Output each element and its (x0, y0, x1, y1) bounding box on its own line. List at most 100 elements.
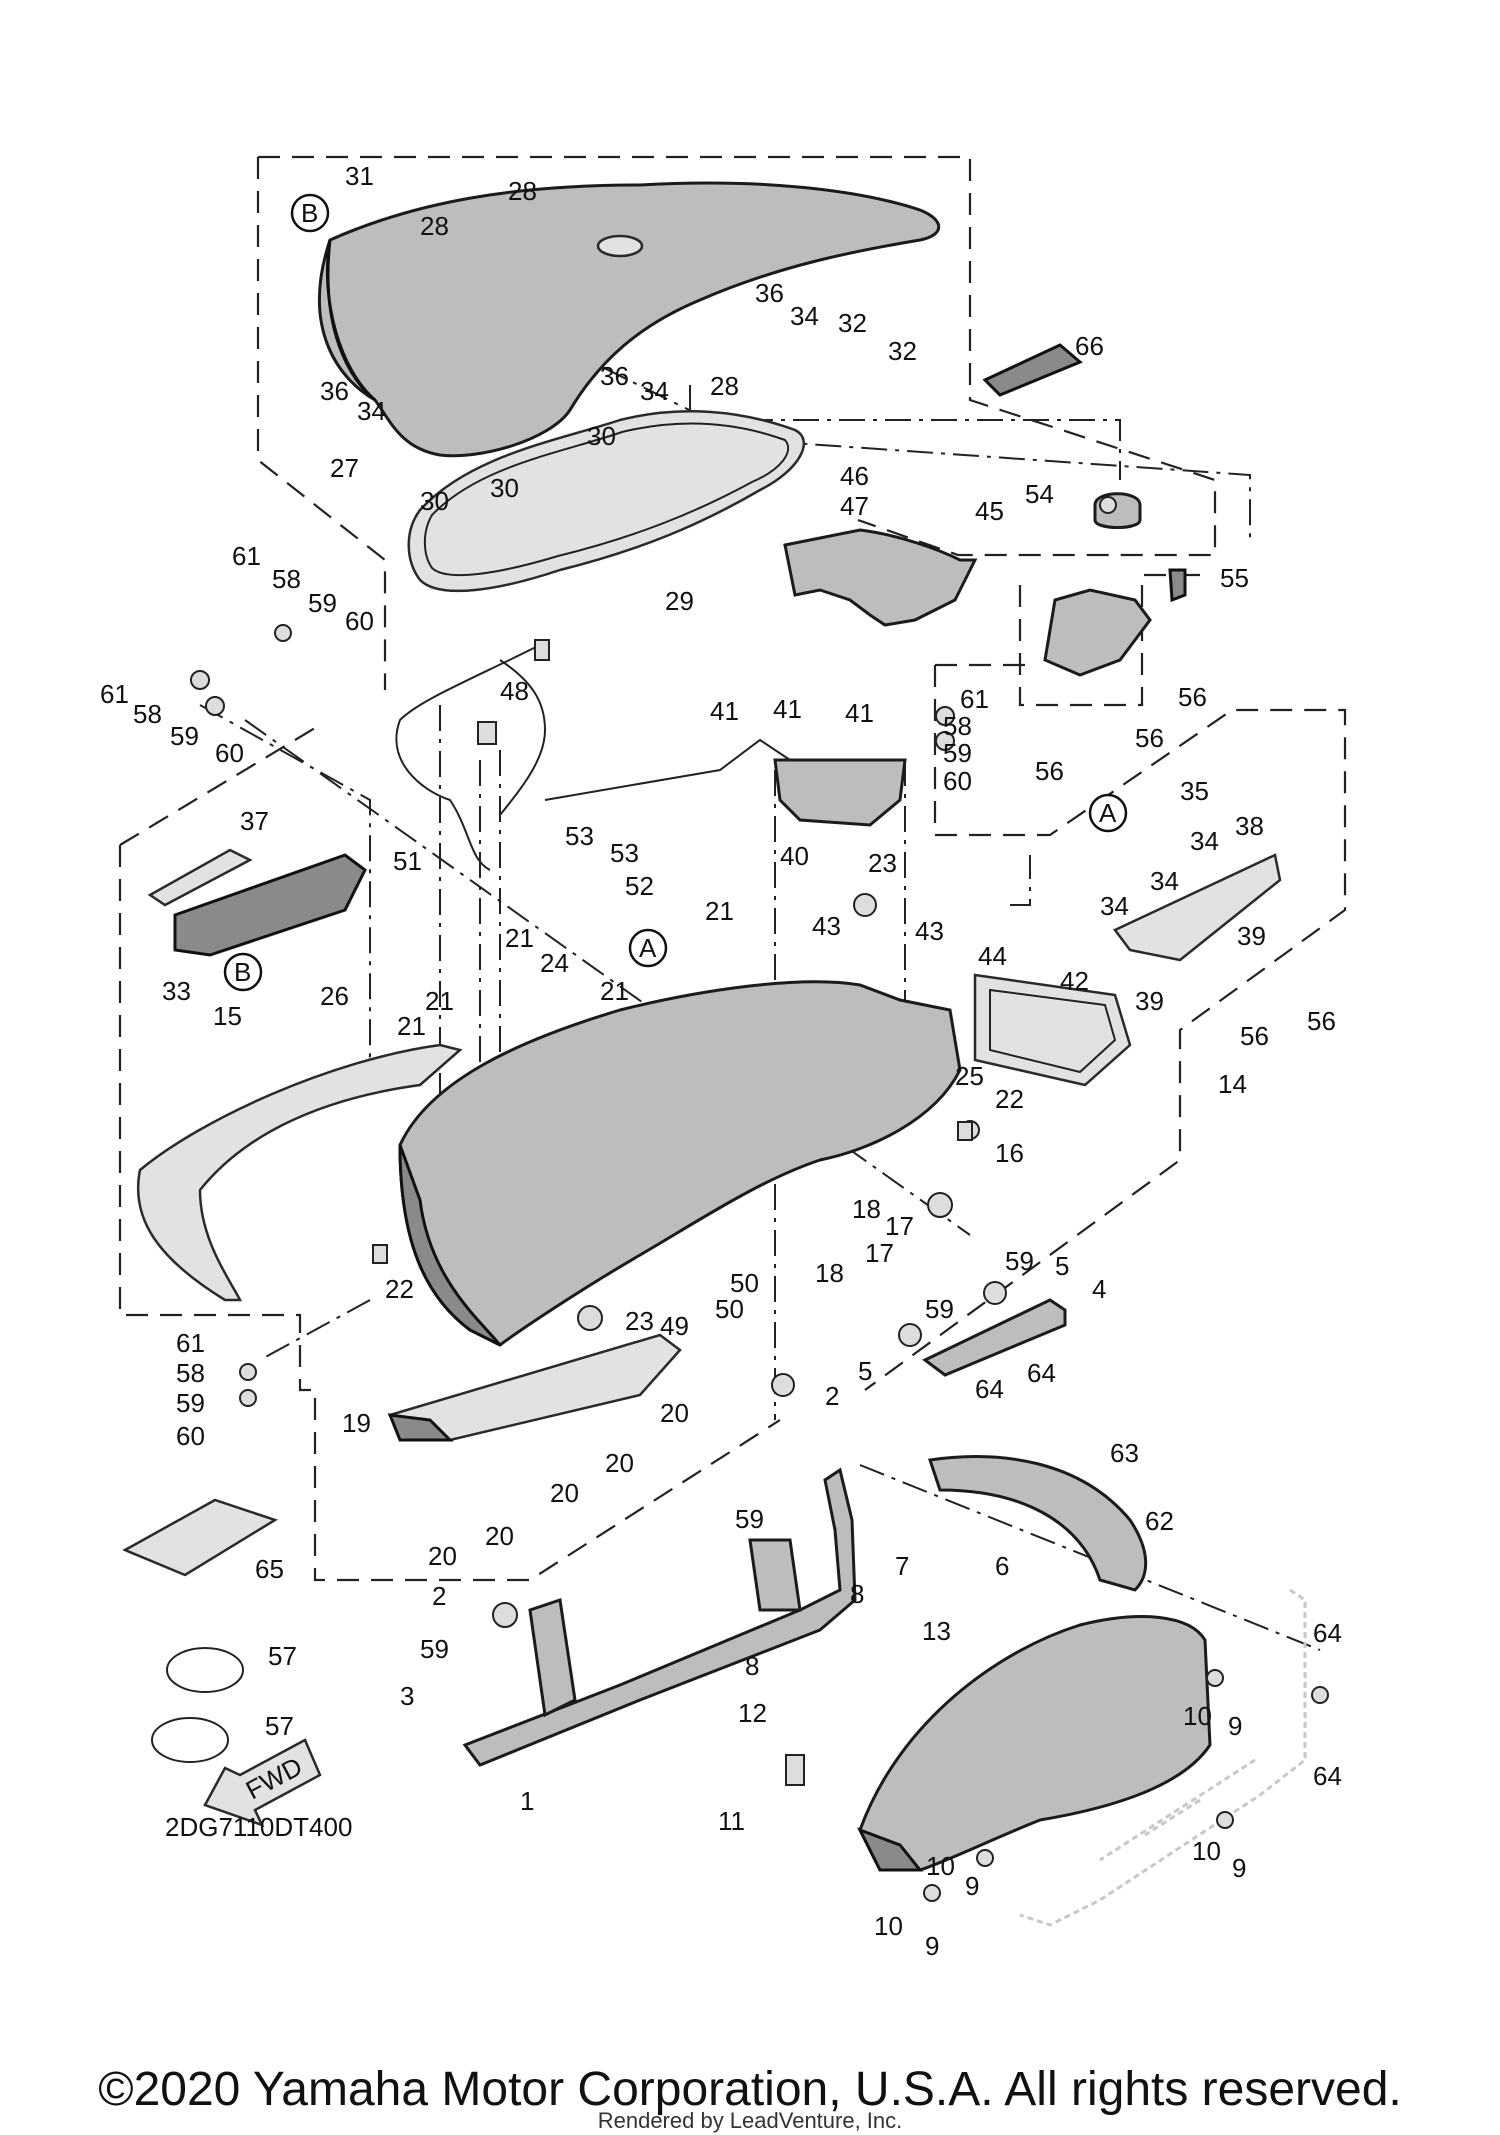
label-part-60: 60 (345, 606, 374, 636)
part-labels: 1 2 2 3 4 5 5 6 7 8 8 9 9 9 9 10 10 10 1… (100, 161, 1342, 1961)
label-part-63: 63 (1110, 1438, 1139, 1468)
fender-62 (928, 1455, 1148, 1592)
label-part-55: 55 (1220, 563, 1249, 593)
key (1168, 568, 1187, 603)
knob-body (1043, 588, 1152, 677)
label-part-38: 38 (1235, 811, 1264, 841)
tray-33 (173, 853, 367, 957)
label-part-59: 59 (170, 721, 199, 751)
side-panel-6 (858, 1615, 1212, 1872)
label-part-52: 52 (625, 871, 654, 901)
label-part-20: 20 (550, 1478, 579, 1508)
main-tub-wall (398, 1144, 502, 1347)
label-part-53: 53 (610, 838, 639, 868)
strip-37 (147, 848, 253, 907)
mat-65 (122, 1498, 278, 1577)
diagram-code: 2DG7110DT400 (165, 1812, 353, 1842)
label-part-20: 20 (660, 1398, 689, 1428)
svg-text:A: A (639, 933, 657, 963)
label-part-19: 19 (342, 1408, 371, 1438)
label-part-66: 66 (1075, 331, 1104, 361)
label-part-64: 64 (975, 1374, 1004, 1404)
label-part-8: 8 (745, 1651, 759, 1681)
label-part-43: 43 (915, 916, 944, 946)
group-boundary-left (118, 724, 781, 1582)
label-part-62: 62 (1145, 1506, 1174, 1536)
label-part-59: 59 (176, 1388, 205, 1418)
grille-42-inner (989, 988, 1117, 1074)
label-part-61: 61 (176, 1328, 205, 1358)
label-part-10: 10 (1192, 1836, 1221, 1866)
label-part-51: 51 (393, 846, 422, 876)
label-part-5: 5 (1055, 1251, 1069, 1281)
label-part-41: 41 (773, 694, 802, 724)
label-part-39: 39 (1237, 921, 1266, 951)
label-part-58: 58 (133, 699, 162, 729)
label-part-36: 36 (755, 278, 784, 308)
cable-57-a (166, 1647, 244, 1693)
ghost-frame (1019, 1588, 1307, 1927)
label-part-22: 22 (385, 1274, 414, 1304)
label-part-59: 59 (925, 1294, 954, 1324)
label-part-34: 34 (640, 376, 669, 406)
label-part-41: 41 (710, 696, 739, 726)
frame-1-leg (748, 1538, 802, 1612)
label-part-48: 48 (500, 676, 529, 706)
label-part-27: 27 (330, 453, 359, 483)
label-part-12: 12 (738, 1698, 767, 1728)
glove-rod (544, 738, 791, 801)
hardware (190, 496, 1329, 1902)
label-part-59: 59 (943, 738, 972, 768)
label-part-60: 60 (215, 738, 244, 768)
label-part-32: 32 (838, 308, 867, 338)
label-part-41: 41 (845, 698, 874, 728)
label-part-24: 24 (540, 948, 569, 978)
label-part-9: 9 (925, 1931, 939, 1961)
label-part-42: 42 (1060, 966, 1089, 996)
label-part-28: 28 (710, 371, 739, 401)
label-part-13: 13 (922, 1616, 951, 1646)
label-part-37: 37 (240, 806, 269, 836)
label-part-50: 50 (715, 1294, 744, 1324)
label-part-21: 21 (397, 1011, 426, 1041)
label-part-7: 7 (895, 1551, 909, 1581)
svg-text:B: B (234, 957, 251, 987)
label-part-34: 34 (1100, 891, 1129, 921)
cable-57-b (151, 1717, 229, 1763)
side-panel-6-shade (856, 1827, 924, 1872)
label-part-33: 33 (162, 976, 191, 1006)
label-part-3: 3 (400, 1681, 414, 1711)
label-part-58: 58 (176, 1358, 205, 1388)
step-19-edge (387, 1413, 454, 1442)
label-part-23: 23 (625, 1306, 654, 1336)
main-tub (398, 980, 962, 1347)
label-part-21: 21 (600, 976, 629, 1006)
seat-cover-shade (326, 239, 376, 402)
label-part-58: 58 (943, 711, 972, 741)
label-part-4: 4 (1092, 1274, 1106, 1304)
label-part-61: 61 (100, 679, 129, 709)
label-part-26: 26 (320, 981, 349, 1011)
label-part-30: 30 (420, 486, 449, 516)
svg-text:A: A (1099, 798, 1117, 828)
label-part-59: 59 (420, 1634, 449, 1664)
label-part-21: 21 (425, 986, 454, 1016)
bracket-4 (922, 1298, 1067, 1377)
wire-harness (395, 644, 547, 871)
label-part-15: 15 (213, 1001, 242, 1031)
seal-strip (407, 410, 806, 593)
label-part-56: 56 (1307, 1006, 1336, 1036)
callout-b-top: B (290, 193, 330, 233)
label-part-60: 60 (176, 1421, 205, 1451)
label-part-64: 64 (1027, 1358, 1056, 1388)
label-part-14: 14 (1218, 1069, 1247, 1099)
label-part-36: 36 (320, 376, 349, 406)
label-part-53: 53 (565, 821, 594, 851)
connector-48 (477, 721, 497, 745)
label-part-46: 46 (840, 461, 869, 491)
label-part-10: 10 (874, 1911, 903, 1941)
label-part-23: 23 (868, 848, 897, 878)
group-boundary-knob (1018, 573, 1200, 707)
label-part-6: 6 (995, 1551, 1009, 1581)
glove-box (773, 758, 907, 827)
